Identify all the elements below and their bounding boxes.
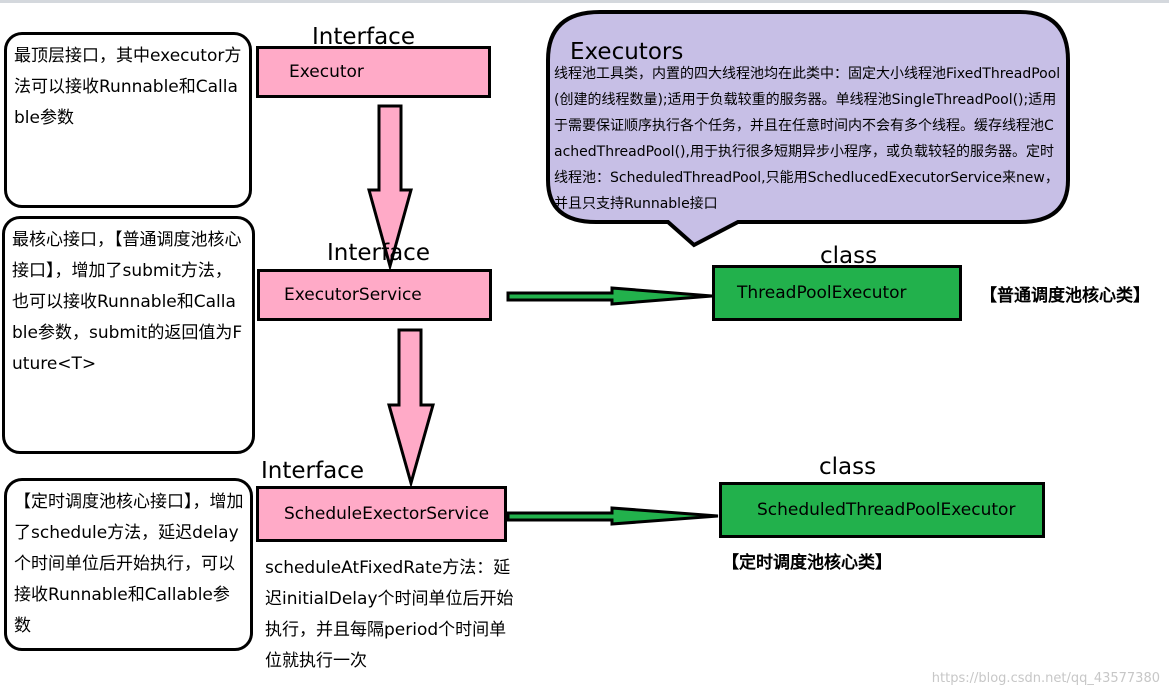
arrow-service-to-threadpool: [506, 286, 713, 306]
stereotype-executor-service: Interface: [327, 240, 430, 266]
watermark: https://blog.csdn.net/qq_43577380: [931, 671, 1160, 686]
note-scheduled-service: 【定时调度池核心接口】，增加了schedule方法，延迟delay个时间单位后开…: [4, 478, 253, 651]
interface-executor-service-label: ExecutorService: [284, 285, 422, 305]
interface-scheduled-service-label: ScheduleExectorService: [284, 504, 490, 524]
side-label-scheduled-pool: 【定时调度池核心类】: [722, 553, 892, 573]
arrow-scheduled-to-scheduledpool: [506, 506, 719, 526]
note-executor-service: 最核心接口，【普通调度池核心接口】，增加了submit方法，也可以接收Runna…: [2, 216, 255, 454]
stereotype-scheduled-service: Interface: [261, 458, 364, 484]
stereotype-thread-pool: class: [820, 243, 878, 269]
executors-title: Executors: [570, 39, 684, 65]
executors-description: 线程池工具类，内置的四大线程池均在此类中：固定大小线程池FixedThreadP…: [554, 66, 1061, 212]
note-executor: 最顶层接口，其中executor方法可以接收Runnable和Callable参…: [4, 32, 252, 208]
interface-executor-label: Executor: [289, 62, 364, 82]
class-scheduled-pool: ScheduledThreadPoolExecutor: [719, 482, 1045, 538]
arrow-service-to-scheduled: [387, 328, 435, 489]
stereotype-executor: Interface: [312, 24, 415, 50]
executors-bubble: [546, 10, 1070, 248]
interface-executor: Executor: [256, 46, 491, 98]
schedule-at-fixed-rate-note: scheduleAtFixedRate方法：延迟initialDelay个时间单…: [265, 558, 514, 671]
interface-scheduled-service: ScheduleExectorService: [256, 486, 507, 542]
class-thread-pool: ThreadPoolExecutor: [712, 265, 962, 321]
stereotype-scheduled-pool: class: [819, 454, 877, 480]
top-border: [0, 0, 1169, 3]
class-scheduled-pool-label: ScheduledThreadPoolExecutor: [757, 500, 1016, 520]
side-label-thread-pool: 【普通调度池核心类】: [980, 286, 1150, 306]
arrow-executor-to-service: [367, 104, 413, 272]
interface-executor-service: ExecutorService: [257, 269, 492, 321]
class-thread-pool-label: ThreadPoolExecutor: [737, 283, 907, 303]
